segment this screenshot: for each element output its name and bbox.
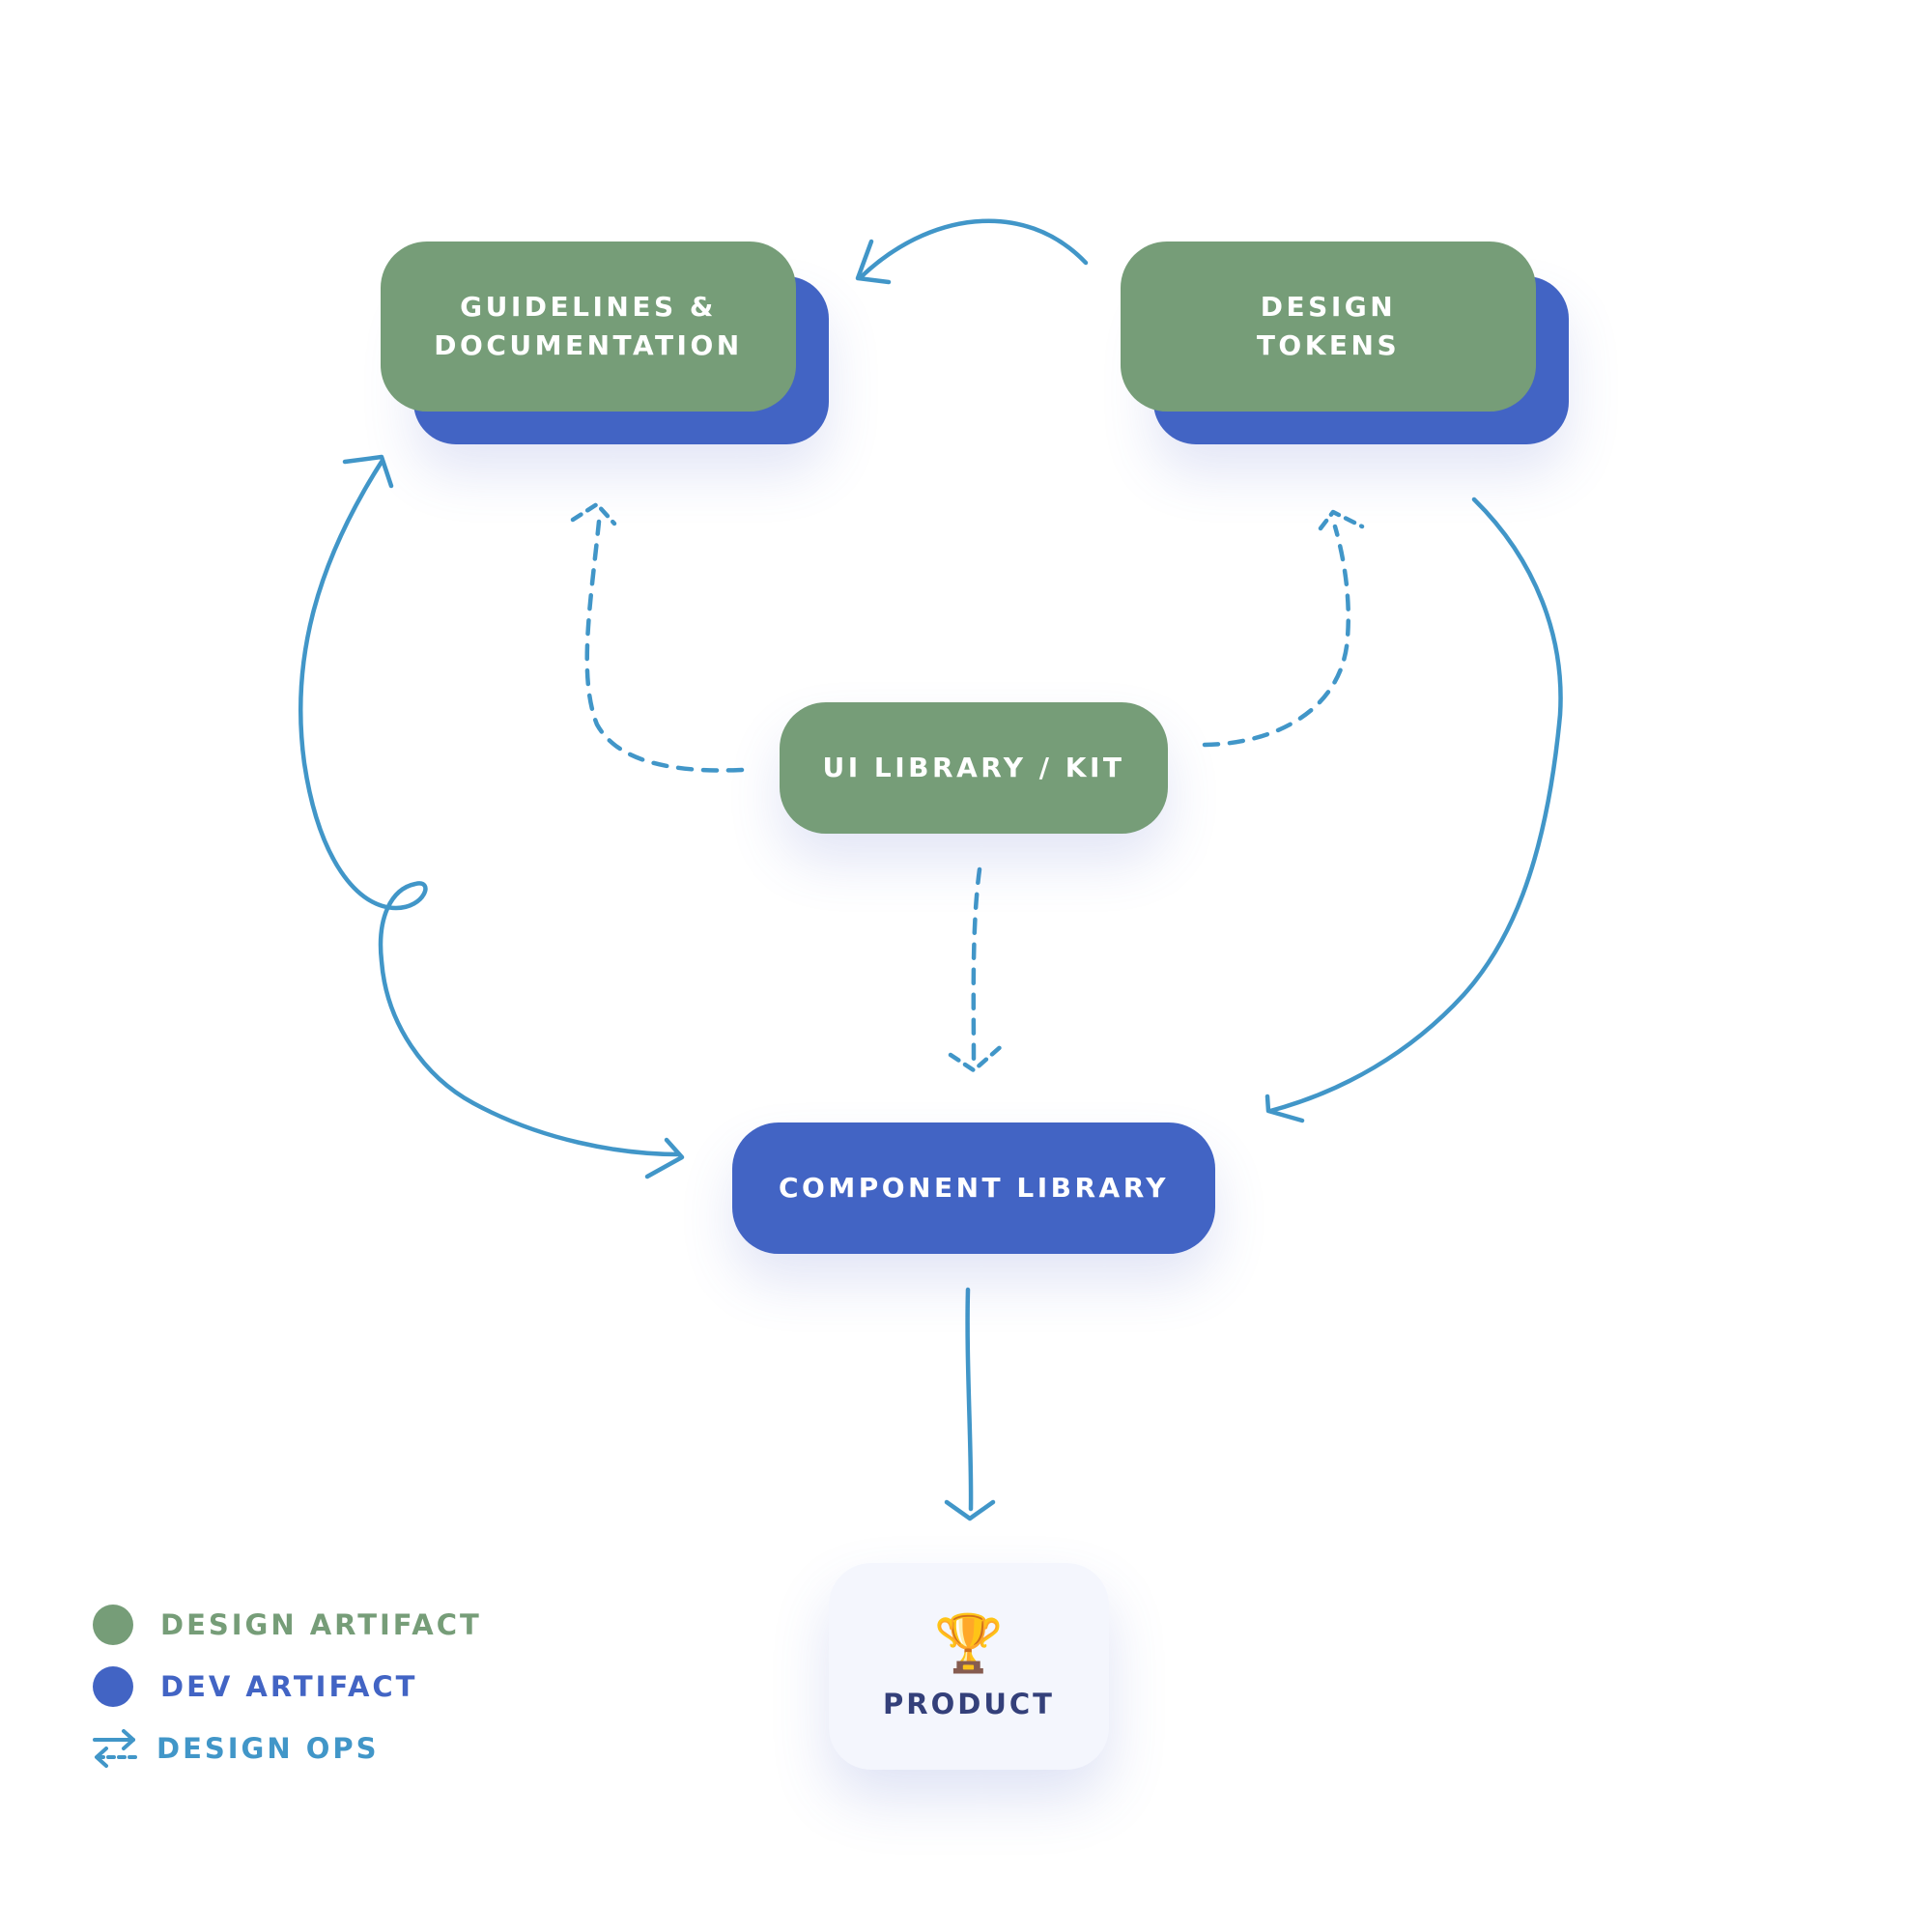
legend-label: DESIGN ARTIFACT <box>160 1608 482 1641</box>
component-library-node[interactable]: COMPONENT LIBRARY <box>732 1122 1215 1254</box>
legend-item-design-ops: DESIGN OPS <box>93 1718 482 1779</box>
legend-item-dev-artifact: DEV ARTIFACT <box>93 1656 482 1718</box>
product-label: PRODUCT <box>883 1688 1055 1720</box>
guidelines-node[interactable]: GUIDELINES & DOCUMENTATION <box>381 242 796 412</box>
arrowhead-component-to-guidelines <box>342 454 394 489</box>
ui-library-node[interactable]: UI LIBRARY / KIT <box>780 702 1168 834</box>
arrow-uilib-to-component <box>971 867 982 1065</box>
tokens-label: DESIGN TOKENS <box>1256 291 1401 361</box>
legend-item-design-artifact: DESIGN ARTIFACT <box>93 1594 482 1656</box>
arrow-component-to-product <box>965 1287 974 1512</box>
arrowhead-tokens-to-guidelines <box>855 239 892 285</box>
component-library-label: COMPONENT LIBRARY <box>778 1172 1170 1204</box>
tokens-node[interactable]: DESIGN TOKENS <box>1121 242 1536 412</box>
arrow-tokens-to-component <box>1267 497 1563 1114</box>
arrowhead-tokens-to-component <box>1264 1094 1305 1123</box>
arrowhead-guidelines-to-component <box>644 1137 685 1179</box>
arrow-uilib-to-tokens <box>1202 524 1351 748</box>
arrowhead-component-to-product <box>944 1499 996 1521</box>
design-ops-arrows-icon <box>93 1729 137 1768</box>
ui-library-label: UI LIBRARY / KIT <box>822 752 1125 783</box>
legend-label: DEV ARTIFACT <box>160 1670 418 1703</box>
legend-label: DESIGN OPS <box>156 1732 380 1765</box>
arrowhead-uilib-to-component <box>948 1040 1008 1073</box>
arrowhead-uilib-to-tokens <box>1318 509 1365 531</box>
legend: DESIGN ARTIFACT DEV ARTIFACT DESIGN OPS <box>93 1594 482 1779</box>
blue-dot-icon <box>93 1666 133 1707</box>
guidelines-label: GUIDELINES & DOCUMENTATION <box>434 291 743 361</box>
green-dot-icon <box>93 1605 133 1645</box>
arrow-component-to-guidelines <box>298 459 682 1157</box>
product-node[interactable]: 🏆 PRODUCT <box>829 1563 1109 1770</box>
arrow-tokens-to-guidelines <box>857 218 1089 281</box>
arrow-uilib-to-guidelines <box>584 519 745 773</box>
trophy-icon: 🏆 <box>933 1610 1005 1676</box>
arrowhead-uilib-to-guidelines <box>570 501 617 526</box>
